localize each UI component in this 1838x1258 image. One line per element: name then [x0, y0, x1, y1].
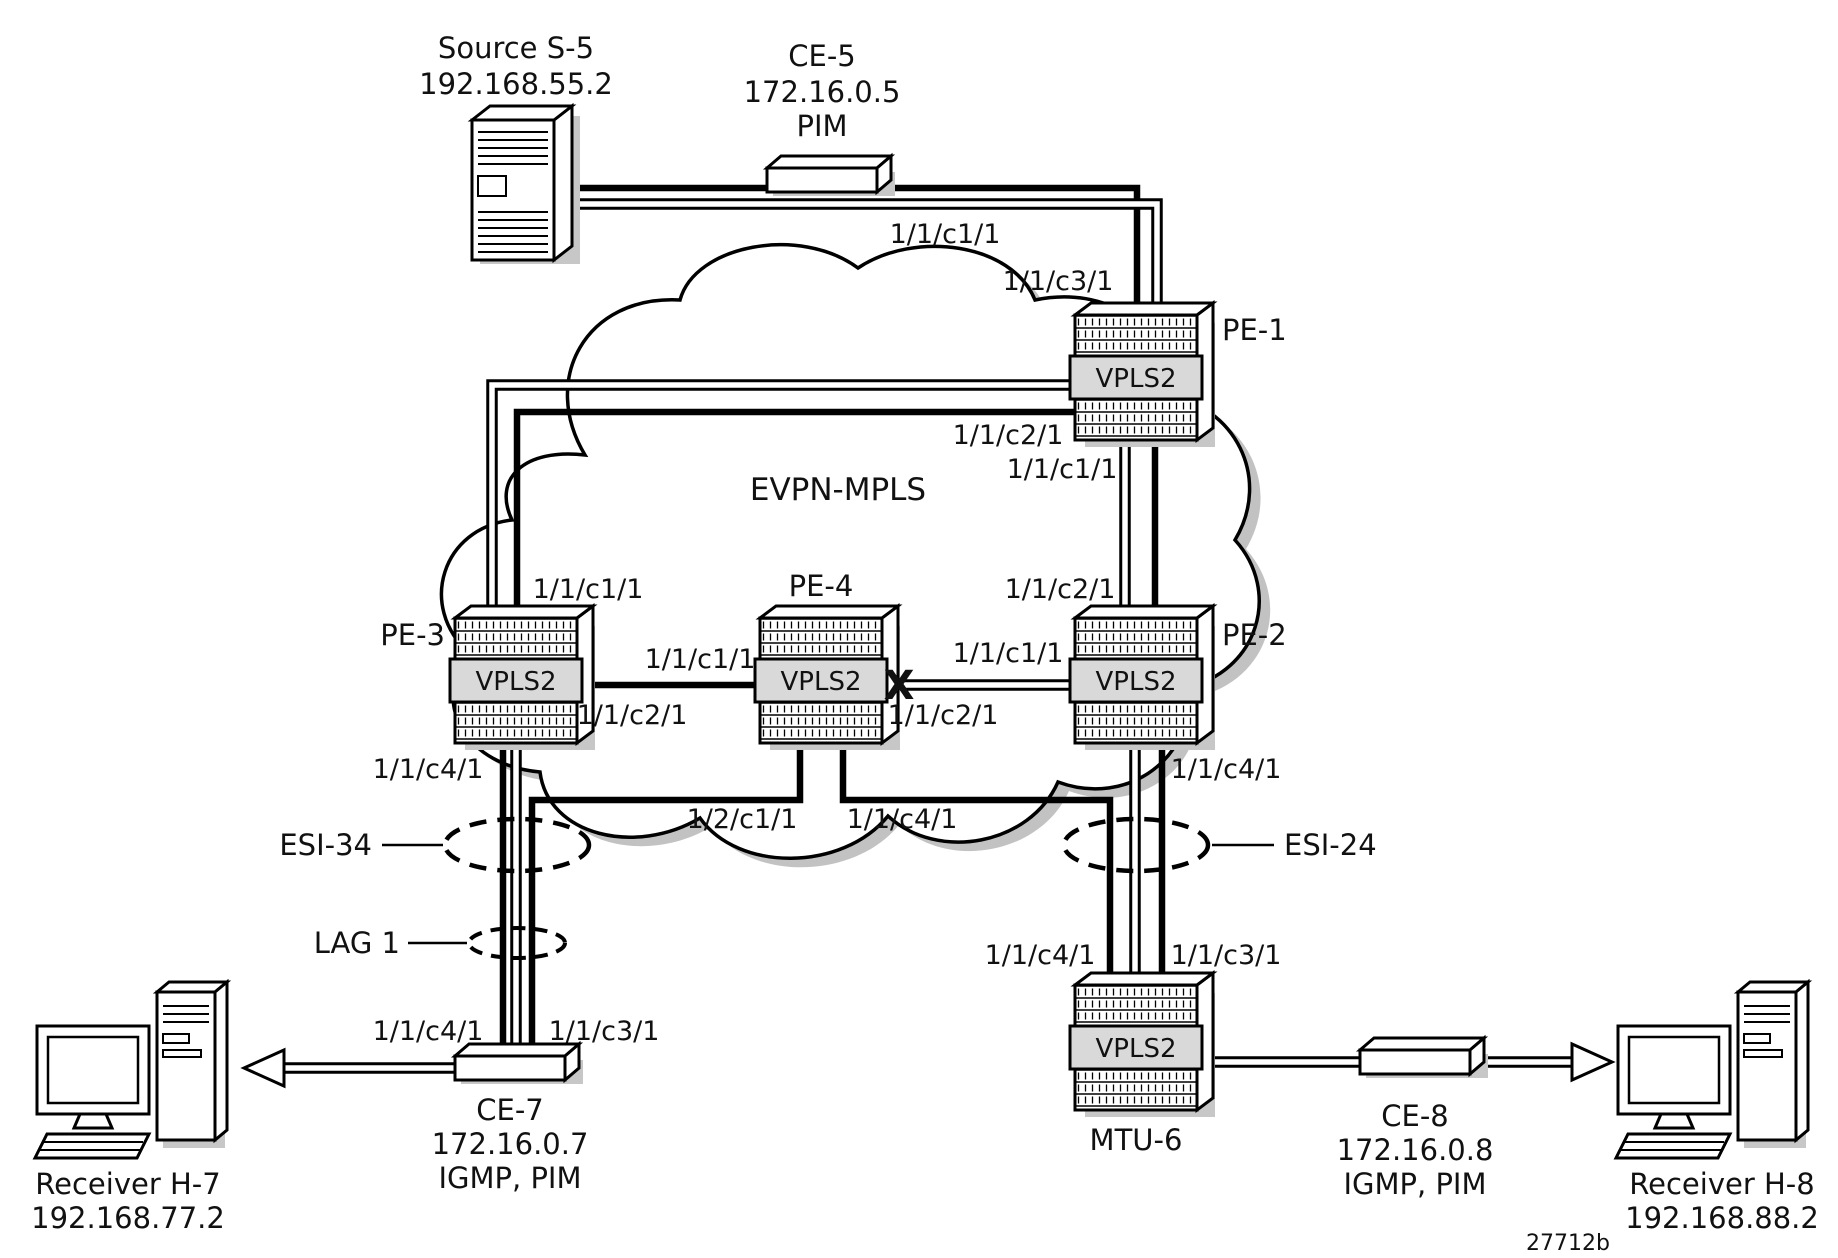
ce7-protocols: IGMP, PIM	[438, 1161, 581, 1195]
source-s5-icon	[470, 104, 582, 266]
lag-1-ellipse	[467, 926, 567, 960]
port-label-pe4-to-mtu6: 1/1/c4/1	[847, 804, 958, 835]
pe3-name: PE-3	[380, 618, 445, 652]
port-label-pe1-to-ce5: 1/1/c3/1	[1003, 266, 1114, 297]
ce5-icon	[765, 154, 897, 198]
pe2-service-label: VPLS2	[1096, 667, 1177, 697]
ce7-icon	[453, 1042, 585, 1086]
ce8-name: CE-8	[1381, 1099, 1449, 1133]
receiver-h7-name: Receiver H-7	[35, 1167, 220, 1201]
receiver-h8-icon	[1614, 980, 1810, 1160]
ce5-name: CE-5	[788, 39, 856, 73]
port-label-pe4-to-pe2: 1/1/c2/1	[888, 700, 999, 731]
link-failure-x-mark: X	[884, 663, 915, 709]
port-label-pe2-to-mtu6: 1/1/c4/1	[1171, 754, 1282, 785]
port-label-ce7-right: 1/1/c3/1	[549, 1016, 660, 1047]
port-label-pe1-to-pe2: 1/1/c1/1	[1007, 454, 1118, 485]
port-label-pe3-to-ce7: 1/1/c4/1	[373, 754, 484, 785]
pe3-service-label: VPLS2	[476, 667, 557, 697]
ce8-ip: 172.16.0.8	[1337, 1133, 1494, 1167]
esi-34-ellipse	[442, 816, 592, 874]
receiver-h7-icon	[33, 980, 229, 1160]
link-pe4-ce7	[528, 738, 804, 1062]
arrowhead-to-h8	[1570, 1041, 1616, 1083]
cloud-label: EVPN-MPLS	[750, 472, 926, 508]
esi-24-ellipse	[1061, 816, 1211, 874]
receiver-h8-ip: 192.168.88.2	[1625, 1201, 1819, 1235]
pe1-name: PE-1	[1222, 313, 1287, 347]
ce5-ip: 172.16.0.5	[744, 75, 901, 109]
port-label-pe4-to-pe3: 1/1/c1/1	[645, 644, 756, 675]
tube-pe1-pe3	[489, 382, 1080, 625]
port-label-pe3-to-pe1: 1/1/c1/1	[533, 574, 644, 605]
ce8-protocols: IGMP, PIM	[1343, 1167, 1486, 1201]
source-s5-name: Source S-5	[438, 31, 594, 65]
mtu6-service-label: VPLS2	[1096, 1034, 1177, 1064]
link-pe4-mtu6	[839, 738, 1114, 990]
port-label-ce5-uplink: 1/1/c1/1	[890, 219, 1001, 250]
port-label-mtu6-to-pe2: 1/1/c3/1	[1171, 940, 1282, 971]
lag-1-label: LAG 1	[314, 926, 400, 960]
esi-34-label: ESI-34	[279, 828, 372, 862]
receiver-h7-ip: 192.168.77.2	[31, 1201, 225, 1235]
figure-number: 27712b	[1526, 1231, 1610, 1256]
pe2-name: PE-2	[1222, 618, 1287, 652]
pe1-service-label: VPLS2	[1096, 364, 1177, 394]
ce7-name: CE-7	[476, 1093, 544, 1127]
link-pe1-pe3	[513, 408, 1080, 625]
source-s5-ip: 192.168.55.2	[419, 67, 613, 101]
port-label-pe4-to-ce7: 1/2/c1/1	[687, 804, 798, 835]
pe4-service-label: VPLS2	[781, 667, 862, 697]
port-label-ce7-left: 1/1/c4/1	[373, 1016, 484, 1047]
tube-source-pe1	[550, 201, 1160, 330]
ce7-ip: 172.16.0.7	[432, 1127, 589, 1161]
pe4-name: PE-4	[789, 569, 854, 603]
receiver-h8-name: Receiver H-8	[1629, 1167, 1814, 1201]
arrowhead-to-h7	[240, 1047, 286, 1089]
port-label-mtu6-to-pe4: 1/1/c4/1	[985, 940, 1096, 971]
link-source-ce5-pe1	[550, 184, 1141, 330]
esi-24-label: ESI-24	[1284, 828, 1377, 862]
ce5-protocols: PIM	[796, 109, 847, 143]
ce8-icon	[1358, 1036, 1490, 1080]
port-label-pe2-to-pe4: 1/1/c1/1	[953, 638, 1064, 669]
port-label-pe1-to-pe3: 1/1/c2/1	[953, 420, 1064, 451]
port-label-pe2-to-pe1: 1/1/c2/1	[1005, 574, 1116, 605]
mtu6-name: MTU-6	[1090, 1123, 1183, 1157]
port-label-pe3-to-pe4: 1/1/c2/1	[577, 700, 688, 731]
